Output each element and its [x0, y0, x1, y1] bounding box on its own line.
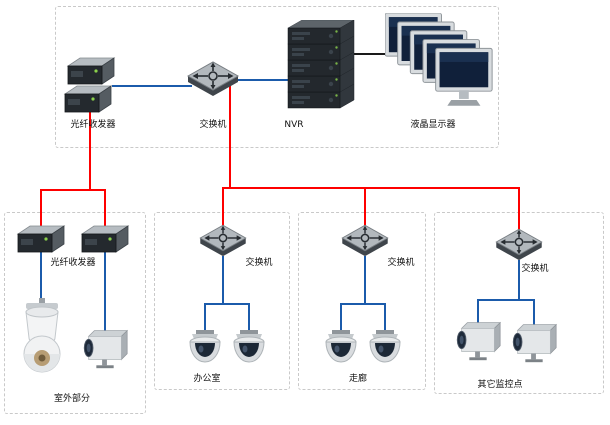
- outdoor-group-label: 室外部分: [53, 394, 90, 404]
- lcd-monitor-wall: [385, 12, 497, 109]
- other-switch: [494, 222, 544, 262]
- ptz-dome-camera: [14, 298, 70, 378]
- core-switch: [186, 54, 240, 98]
- outdoor-group-box: [4, 212, 146, 414]
- nvr-stack: [286, 20, 356, 110]
- core-switch-label: 交换机: [199, 120, 227, 130]
- other-group-label: 其它监控点: [477, 380, 523, 390]
- corridor-switch: [340, 218, 390, 258]
- nvr-label: NVR: [284, 120, 304, 130]
- office-dome-camera-1: [185, 330, 225, 364]
- head-fiber-transceiver-1: [66, 56, 116, 86]
- other-box-camera-1: [452, 316, 504, 362]
- outdoor-fiber-transceiver-1: [16, 224, 66, 254]
- head-fiber-transceiver-2: [63, 84, 113, 114]
- corridor-group-box: [298, 212, 426, 390]
- other-switch-label: 交换机: [521, 264, 549, 274]
- corridor-group-label: 走廊: [348, 374, 367, 384]
- office-switch-label: 交换机: [245, 258, 273, 268]
- office-dome-camera-2: [229, 330, 269, 364]
- office-switch: [198, 218, 248, 258]
- corridor-dome-camera-1: [321, 330, 361, 364]
- corridor-switch-label: 交换机: [387, 258, 415, 268]
- corridor-dome-camera-2: [365, 330, 405, 364]
- head-end-group-box: [55, 6, 499, 148]
- other-box-camera-2: [508, 318, 560, 364]
- outdoor-fiber-transceiver-2: [80, 224, 130, 254]
- outdoor-fiber-transceiver-label: 光纤收发器: [50, 258, 96, 268]
- lcd-monitor-label: 液晶显示器: [410, 120, 456, 130]
- head-fiber-transceiver-label: 光纤收发器: [70, 120, 116, 130]
- office-group-label: 办公室: [193, 374, 221, 384]
- outdoor-box-camera: [79, 324, 131, 370]
